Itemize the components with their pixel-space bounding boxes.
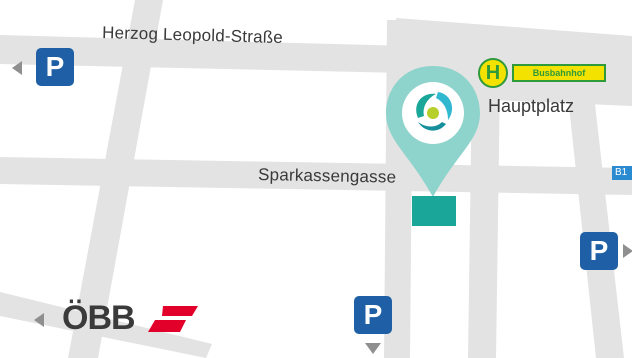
railway-logo[interactable]: ÖBB	[62, 299, 136, 337]
road-railway	[0, 292, 212, 358]
direction-arrow-icon	[623, 244, 632, 258]
direction-arrow-icon	[34, 313, 44, 327]
bus-stop-label: Busbahnhof	[512, 64, 606, 82]
direction-arrow-icon	[12, 61, 22, 75]
street-label-sparkassengasse: Sparkassengasse	[258, 165, 396, 187]
road-number-sign: B1	[612, 166, 632, 180]
railway-logo-text: ÖBB	[62, 299, 136, 337]
parking-icon[interactable]: P	[580, 232, 618, 270]
parking-icon[interactable]: P	[36, 48, 74, 86]
railway-logo-wing	[148, 306, 198, 332]
parking-icon[interactable]: P	[354, 296, 392, 334]
location-pin-icon[interactable]	[386, 66, 480, 226]
place-label-hauptplatz: Hauptplatz	[488, 96, 575, 116]
logo-swirl-icon	[416, 92, 453, 131]
direction-arrow-icon	[365, 343, 381, 354]
road-right-1	[468, 78, 500, 358]
road-right-2	[566, 78, 624, 358]
building-marker	[412, 196, 456, 226]
road-left-diagonal	[68, 0, 163, 358]
bus-stop-icon[interactable]: H Busbahnhof	[478, 58, 606, 88]
bus-stop-h: H	[478, 58, 508, 88]
